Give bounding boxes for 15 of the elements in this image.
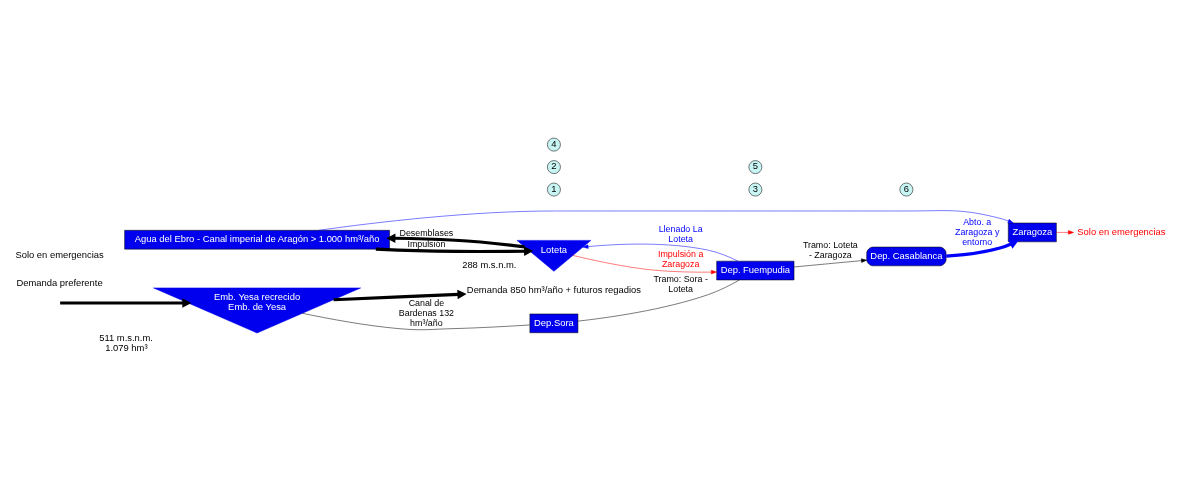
- edge-label: Abto. a Zaragoza y entorno: [954, 217, 999, 248]
- edge-label: Impulsión: [406, 239, 445, 250]
- node-label: 288 m.s.n.m.: [461, 259, 516, 271]
- node-text: Demanda 850 hm³/año + futuros regadios: [466, 283, 641, 295]
- node-label: 511 m.s.n.m.: [98, 331, 153, 343]
- edge-label: Canal de Bardenas 132 hm³/año: [398, 297, 454, 328]
- edge-label: Tramo: Sora - Loteta: [652, 273, 708, 294]
- edge-label: Desemblases: [399, 227, 453, 238]
- edge-label: Tramo: Loteta - Zaragoza: [802, 240, 858, 261]
- node-text: Solo en emergencias: [1076, 225, 1166, 237]
- edge-label: Impulsión a Zaragoza: [657, 249, 703, 270]
- edge-label: Llenado La Loteta: [658, 223, 703, 244]
- label: Demanda preferente: [16, 277, 103, 289]
- label: Solo en emergencias: [14, 249, 104, 261]
- node-label: 1.079 hm³: [104, 341, 148, 353]
